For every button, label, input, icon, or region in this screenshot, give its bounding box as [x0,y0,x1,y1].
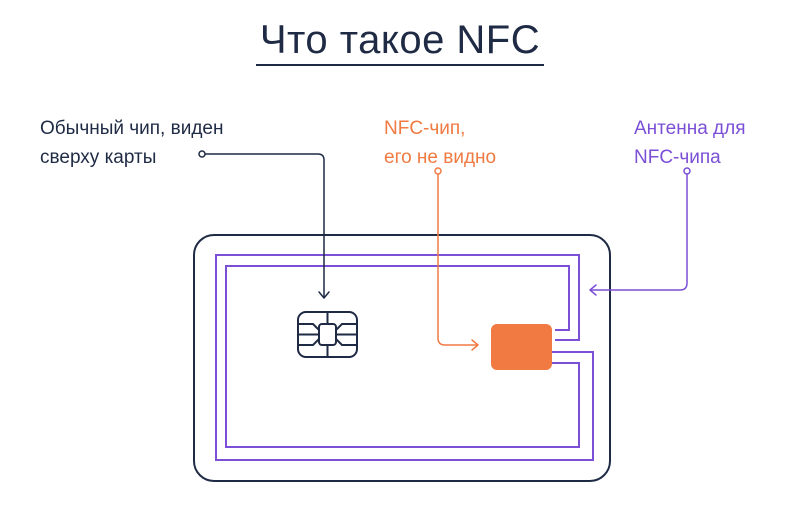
contact-chip-center [318,323,337,346]
label-antenna-line-1: Антенна для [634,118,746,139]
leader-regular-chip [198,150,330,299]
leader-nfc-chip-dot [434,167,442,175]
label-antenna-line-2: NFC-чипа [634,147,721,168]
label-antenna: Антенна для NFC-чипа [634,114,746,172]
leader-antenna-dot [683,167,691,175]
label-nfc-chip-line-1: NFC-чип, [384,118,466,139]
antenna-coil [215,254,594,461]
leader-antenna-arrow [589,284,597,296]
label-nfc-chip-line-2: его не видно [384,147,497,168]
contact-chip-icon [297,311,358,358]
leader-nfc-chip-arrow [471,339,479,351]
antenna-coil-outer [215,254,594,461]
leader-regular-chip-dot [198,150,206,158]
leader-nfc-chip [434,167,479,351]
label-nfc-chip: NFC-чип, его не видно [384,114,496,172]
page-title: Что такое NFC [259,18,541,62]
card-outline [193,234,611,482]
antenna-coil-inner [225,265,580,448]
label-regular-chip-line-1: Обычный чип, виден [40,118,224,139]
title-underline [256,64,544,66]
nfc-chip [491,324,552,370]
leader-antenna [589,167,691,296]
leader-regular-chip-arrow [318,291,330,299]
label-regular-chip-line-2: сверху карты [40,147,157,168]
label-regular-chip: Обычный чип, виден сверху карты [40,114,223,172]
